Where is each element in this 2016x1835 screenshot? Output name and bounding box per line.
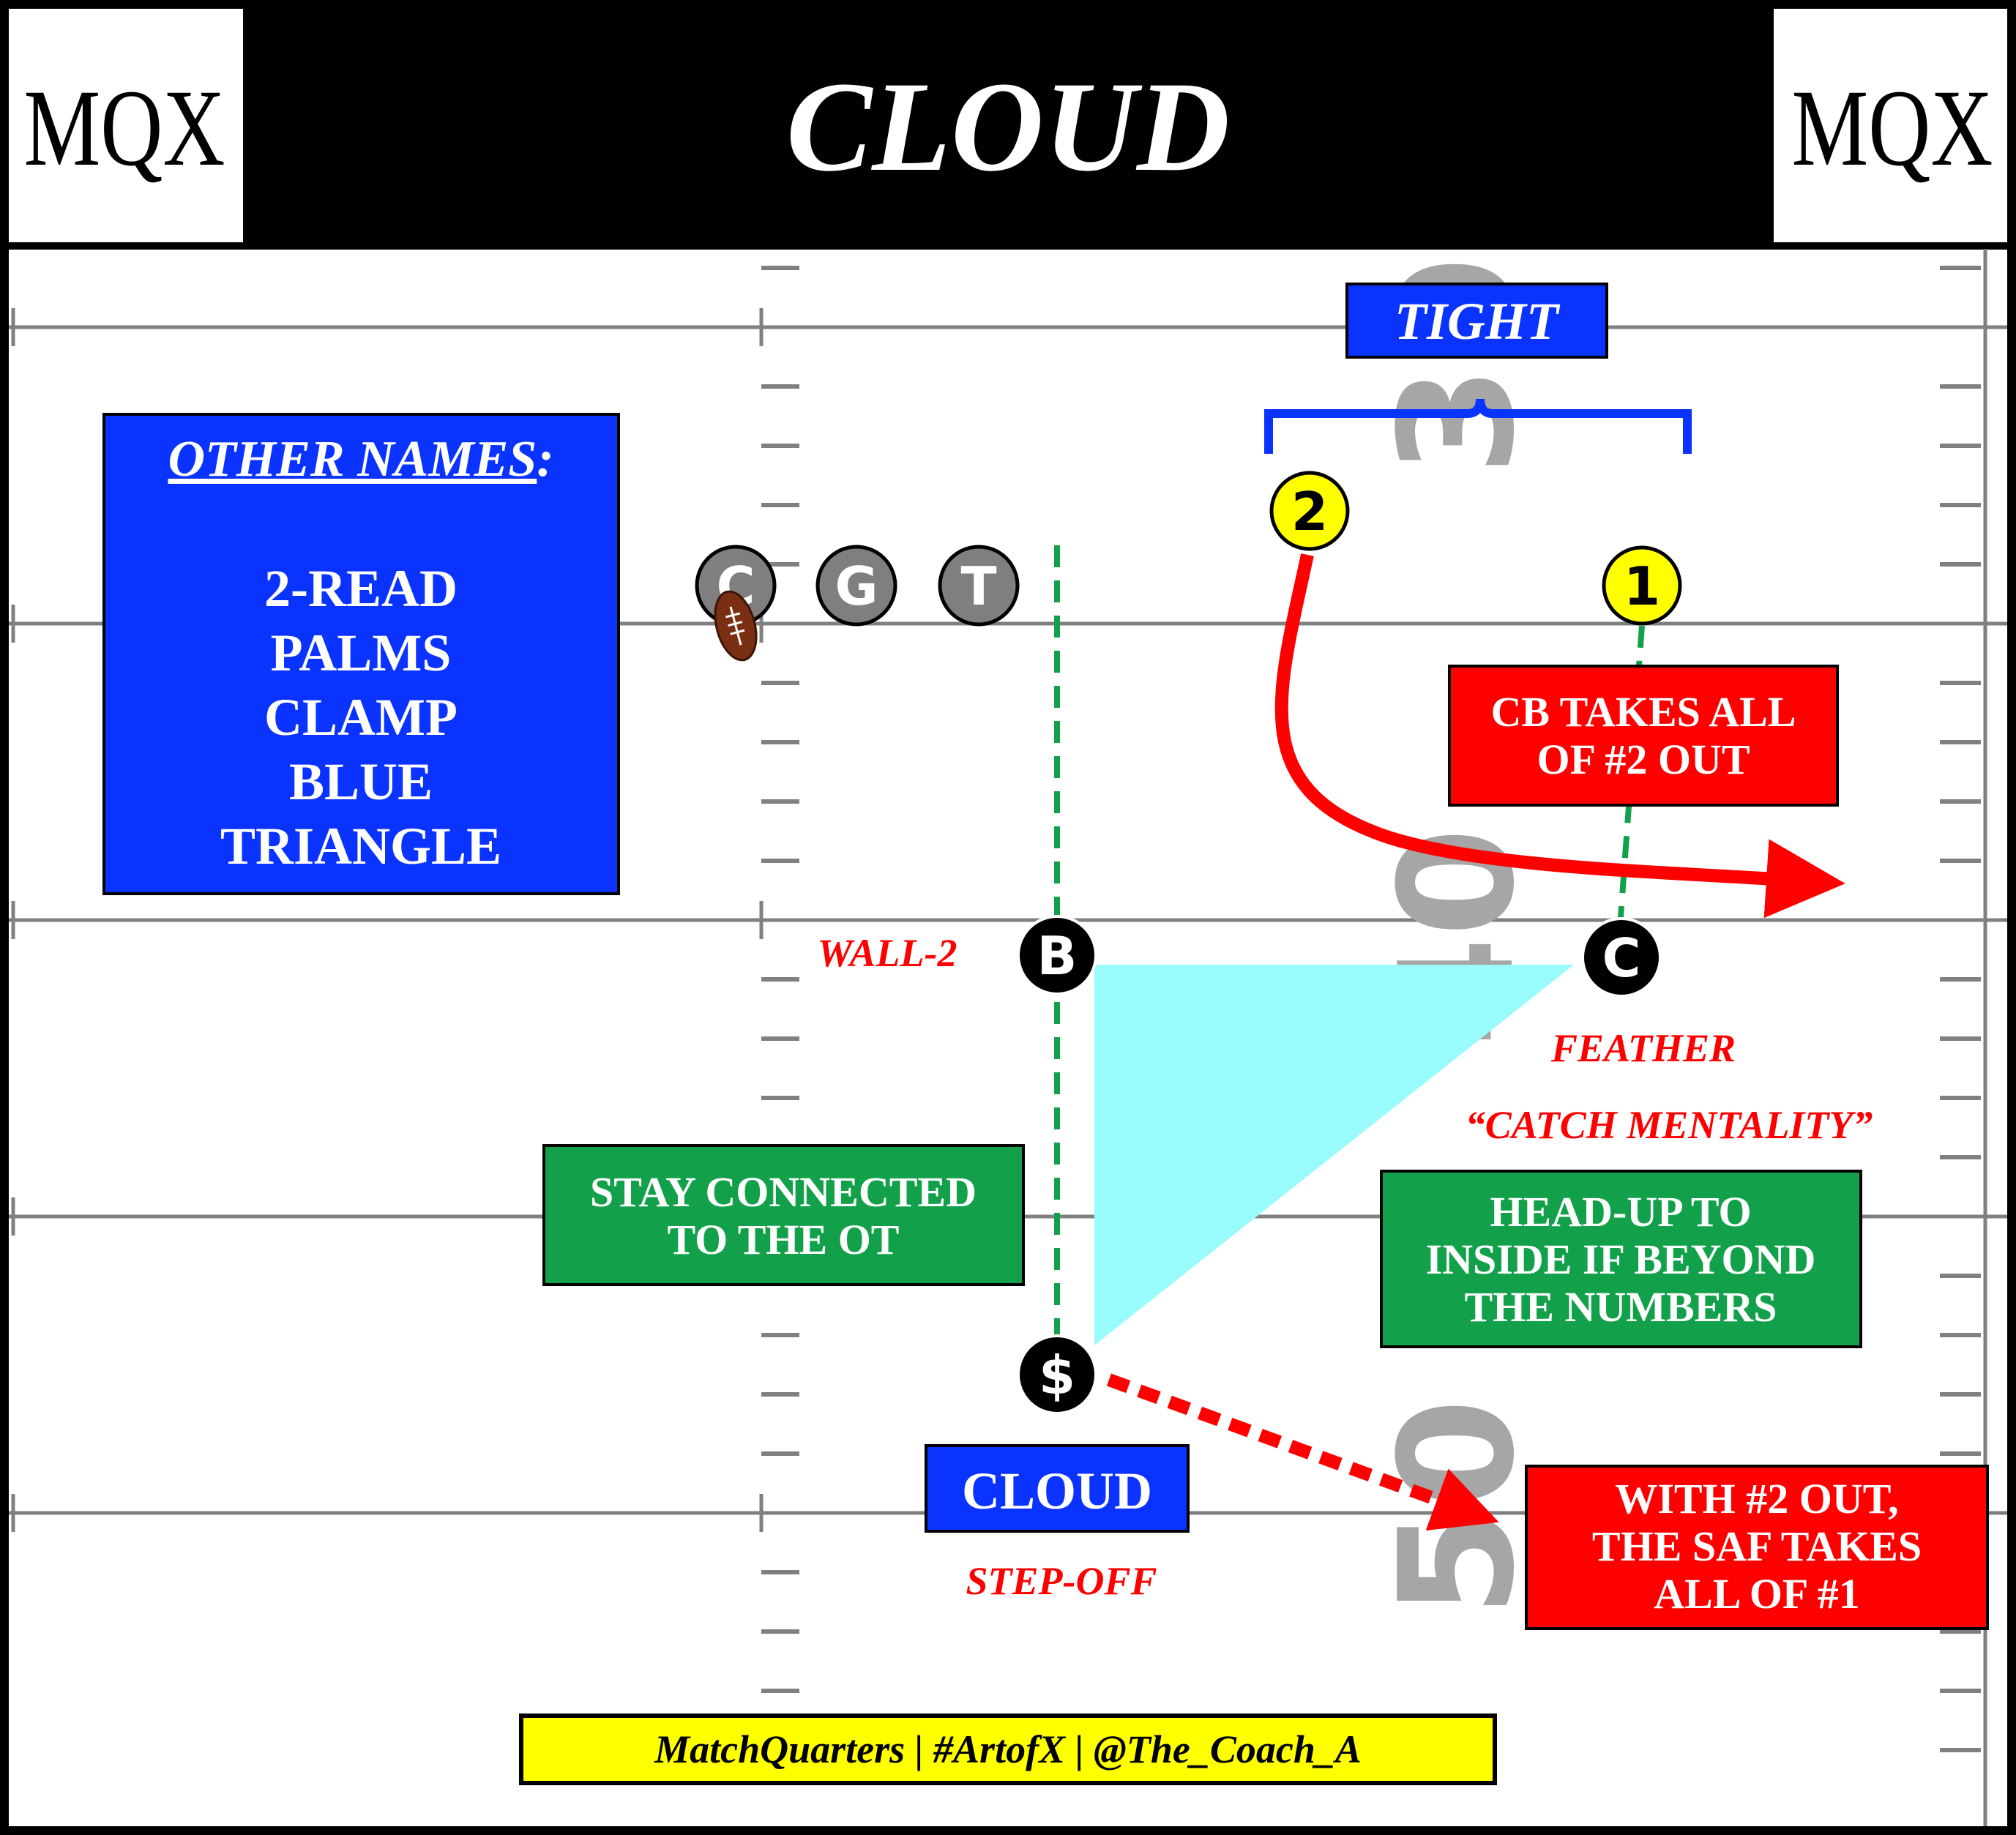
head-up-line-3: THE NUMBERS [1464,1283,1777,1331]
defender-safety: $ [1017,1334,1097,1415]
defender-safety-label: $ [1039,1345,1075,1406]
defender-safety-circle [1017,1334,1097,1415]
logo-right-text: MQX [1792,67,1993,189]
logo-right: MQX [1792,67,1993,189]
footer-box [519,1713,1497,1785]
lineman-t-circle [938,545,1020,627]
tight-label: TIGHT [1345,283,1608,359]
football-icon [714,590,758,662]
cb-note-line-2: OF #2 OUT [1537,736,1750,783]
other-name-3: CLAMP [264,688,458,747]
cloud-label: CLOUD [925,1444,1190,1533]
other-name-1: 2-READ [264,559,458,618]
yard-number-50: 50 [1365,1398,1549,1617]
defender-b-circle [1017,915,1097,995]
coverage-triangle [1094,965,1574,1345]
footer-text: MatchQuarters | #ArtofX | @The_Coach_A [654,1727,1362,1771]
defender-c-circle [1581,917,1662,998]
receiver-2-circle [1269,471,1350,551]
receiver-2-label: 2 [1291,481,1328,542]
other-name-5: TRIANGLE [220,817,501,875]
lineman-t-label: T [960,556,996,617]
logo-left-text: MQX [24,67,225,189]
step-off-label: STEP-OFF [966,1559,1157,1603]
tight-label-text: TIGHT [1395,292,1561,351]
page-title: CLOUD [786,56,1230,198]
lineman-g-label: G [835,556,878,617]
other-names-heading-text: OTHER NAMES [168,431,537,487]
lineman-g: G [815,545,897,627]
stay-connected-note: STAY CONNECTED TO THE OT [542,1144,1025,1286]
cb-note-box [1448,665,1839,807]
defender-b-label: B [1037,925,1078,987]
cloud-label-box [925,1444,1190,1533]
saf-note-box [1525,1465,1989,1630]
other-names-panel [102,413,620,895]
other-names-box: OTHER NAMES: 2-READ PALMS CLAMP BLUE TRI… [102,413,620,895]
head-up-line-2: INSIDE IF BEYOND [1426,1236,1816,1283]
other-name-4: BLUE [289,752,433,811]
stay-connected-line-1: STAY CONNECTED [590,1168,977,1216]
stay-connected-line-2: TO THE OT [668,1216,900,1263]
other-names-colon: : [537,431,553,487]
cb-note: CB TAKES ALL OF #2 OUT [1448,665,1839,807]
tight-label-box [1345,283,1608,359]
head-up-box [1380,1170,1862,1348]
tight-bracket [1264,398,1692,454]
saf-note-line-3: ALL OF #1 [1654,1570,1859,1618]
catch-mentality-label: “CATCH MENTALITY” [1466,1103,1873,1147]
footer-credit: MatchQuarters | #ArtofX | @The_Coach_A [519,1713,1497,1785]
cb-note-line-1: CB TAKES ALL [1491,688,1796,736]
stay-connected-box [542,1144,1025,1286]
wall-label: WALL-2 [818,931,957,975]
other-name-2: PALMS [271,624,452,682]
receiver-1: 1 [1602,545,1682,626]
defender-b: B [1017,915,1097,995]
cloud-label-text: CLOUD [962,1462,1152,1520]
header-bar [244,9,1772,244]
defender-c-label: C [1602,927,1641,989]
receiver-2-route [1274,553,1845,919]
defender-c: C [1581,917,1662,998]
receiver-2: 2 [1269,471,1350,551]
lineman-g-circle [815,545,897,627]
saf-note: WITH #2 OUT, THE SAF TAKES ALL OF #1 [1525,1465,1989,1630]
lineman-t: T [938,545,1020,627]
safety-route [1106,1373,1499,1531]
receiver-1-label: 1 [1624,556,1660,617]
logo-left: MQX [24,67,225,189]
receiver-1-circle [1602,545,1682,626]
other-names-heading: OTHER NAMES: [168,431,553,487]
feather-label: FEATHER [1550,1026,1736,1070]
head-up-note: HEAD-UP TO INSIDE IF BEYOND THE NUMBERS [1380,1170,1862,1348]
saf-note-line-2: THE SAF TAKES [1592,1522,1922,1570]
head-up-line-1: HEAD-UP TO [1490,1188,1751,1236]
saf-note-line-1: WITH #2 OUT, [1615,1475,1898,1522]
